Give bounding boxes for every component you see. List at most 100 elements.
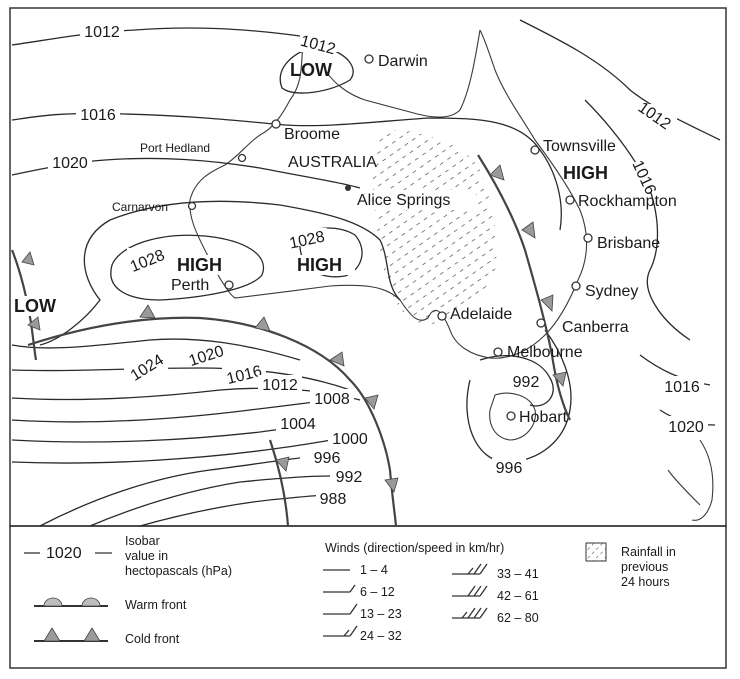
isobar-label: 1020	[668, 419, 704, 436]
cold-front-marker	[521, 221, 536, 239]
city-marker	[437, 311, 447, 321]
city-label: Melbourne	[507, 344, 583, 361]
isobar-label: 996	[314, 450, 341, 467]
isobar-1000	[11, 437, 346, 464]
legend-rainfall-text: Rainfall in	[621, 545, 676, 559]
isobar-label: 1008	[314, 391, 350, 408]
isobar-988	[139, 494, 331, 527]
isobar-1012-south	[11, 387, 361, 401]
city-label: Townsville	[543, 138, 616, 155]
cold-front-marker	[27, 316, 41, 331]
map-frame	[9, 7, 727, 527]
city-label: Perth	[171, 277, 209, 294]
legend-warm-front: Warm front	[125, 598, 187, 612]
cold-front-marker	[364, 394, 379, 410]
tasmania-coast	[489, 392, 536, 441]
cold-front-marker	[540, 294, 554, 312]
city-label: Alice Springs	[357, 192, 450, 209]
isobar-1016-east	[584, 99, 691, 341]
city-marker	[224, 280, 234, 290]
cold-front-marker	[489, 164, 505, 181]
city-label: Broome	[284, 126, 340, 143]
pressure-systems: LOW HIGH HIGH LOW HIGH	[12, 60, 608, 316]
city-label: Rockhampton	[578, 193, 677, 210]
australia-coastline	[189, 29, 588, 359]
legend-wind-speed: 42 – 61	[497, 589, 539, 603]
country-label: AUSTRALIA	[288, 154, 377, 171]
high-pressure-label: HIGH	[177, 255, 222, 275]
isobar-992	[89, 475, 331, 527]
isobar-label: 1020	[52, 155, 88, 172]
new-zealand-coast	[667, 439, 714, 521]
isobar-label: 1012	[84, 24, 120, 41]
isobar-label: 1000	[332, 431, 368, 448]
isobar-1004	[11, 423, 321, 443]
rainfall-legend-swatch	[585, 542, 607, 562]
cold-front-south	[268, 439, 290, 527]
city-label: Hobart	[519, 409, 568, 426]
isobar-1020-south	[11, 338, 301, 361]
cold-front-marker	[552, 371, 567, 387]
city-marker	[565, 195, 575, 205]
cold-front-marker	[139, 304, 156, 319]
legend-isobar-text: hectopascals (hPa)	[125, 564, 232, 578]
city-label: Brisbane	[597, 235, 660, 252]
isobars	[11, 19, 721, 527]
city-marker	[506, 411, 516, 421]
isobar-1012-east	[519, 19, 721, 141]
city-marker	[345, 185, 351, 191]
isobar-1016-south	[11, 367, 351, 391]
isobar-label: 1004	[280, 416, 316, 433]
isobar-992-hobart	[479, 355, 554, 407]
city-label: Sydney	[585, 283, 638, 300]
city-markers: Darwin Broome Port Hedland Carnarvon Ali…	[112, 53, 677, 426]
cold-front-east	[477, 154, 571, 421]
cold-front-west	[10, 249, 38, 361]
isobar-label: 996	[496, 460, 523, 477]
legend-wind-speed: 33 – 41	[497, 567, 539, 581]
legend-isobar-text: Isobar	[125, 534, 160, 548]
isobar-label: 1016	[664, 379, 700, 396]
rainfall-area	[372, 130, 497, 325]
city-marker	[237, 153, 247, 163]
legend-winds-title: Winds (direction/speed in km/hr)	[325, 541, 504, 555]
legend-frame	[9, 525, 727, 669]
city-marker	[571, 281, 581, 291]
isobar-label: 992	[336, 469, 363, 486]
legend-wind-speed: 6 – 12	[360, 585, 395, 599]
high-pressure-label: HIGH	[297, 255, 342, 275]
city-label: Canberra	[562, 319, 629, 336]
legend-wind-speed: 1 – 4	[360, 563, 388, 577]
cold-front-marker	[275, 456, 290, 472]
isobar-996	[39, 457, 301, 527]
city-marker	[364, 54, 374, 64]
city-marker	[530, 145, 540, 155]
legend-rainfall-text: previous	[621, 560, 668, 574]
legend-cold-front: Cold front	[125, 632, 180, 646]
legend-isobar-text: value in	[125, 549, 168, 563]
isobar-label: 1012	[262, 377, 298, 394]
cold-fronts	[10, 154, 571, 527]
cold-front-marker	[384, 477, 399, 493]
cold-front-marker	[329, 351, 345, 367]
isobar-1028-west	[110, 234, 265, 301]
low-pressure-label: LOW	[14, 296, 56, 316]
isobar-996-hobart	[466, 329, 572, 463]
city-marker	[271, 119, 281, 129]
city-label: Darwin	[378, 53, 428, 70]
isobar-label: 988	[320, 491, 347, 508]
legend-wind-speed: 24 – 32	[360, 629, 402, 643]
high-pressure-label: HIGH	[563, 163, 608, 183]
isobar-labels: 1012 1012 1016 1020 1028 1028 1024 1020 …	[48, 22, 708, 508]
cold-front-main	[27, 316, 398, 527]
city-marker	[187, 201, 197, 211]
city-label: Adelaide	[450, 306, 512, 323]
legend: 1020 Isobar value in hectopascals (hPa) …	[24, 534, 676, 646]
legend-isobar-sample: 1020	[46, 545, 82, 562]
isobar-1012-low	[279, 47, 354, 94]
cold-front-marker	[254, 316, 271, 332]
legend-wind-speed: 62 – 80	[497, 611, 539, 625]
city-label: Carnarvon	[112, 200, 168, 214]
city-marker	[583, 233, 593, 243]
